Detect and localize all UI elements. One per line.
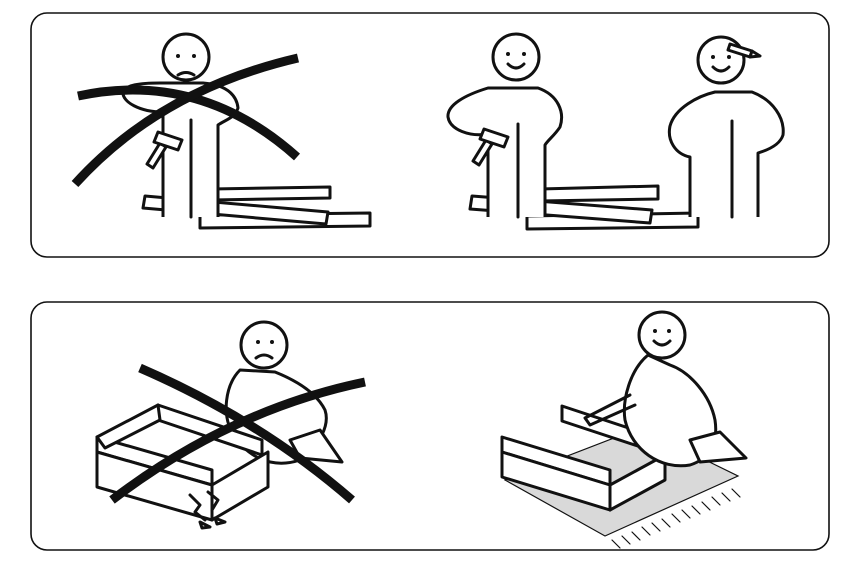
scene-two-people-assembly <box>446 32 785 231</box>
scene-alone-with-hammer <box>71 32 372 230</box>
crack-mark <box>188 490 227 530</box>
planks <box>468 184 700 231</box>
person <box>121 32 240 219</box>
hammer-icon <box>471 127 510 167</box>
open-box <box>95 403 270 522</box>
cross-out-mark <box>71 53 301 188</box>
person-kneeling <box>583 310 748 468</box>
person-with-hammer <box>446 32 563 219</box>
pencil-icon <box>726 42 762 59</box>
scene-assembly-on-rug <box>500 310 748 549</box>
cross-out-mark <box>109 363 366 504</box>
hammer-icon <box>145 130 184 170</box>
scene-assembly-on-hard-floor <box>95 320 366 530</box>
